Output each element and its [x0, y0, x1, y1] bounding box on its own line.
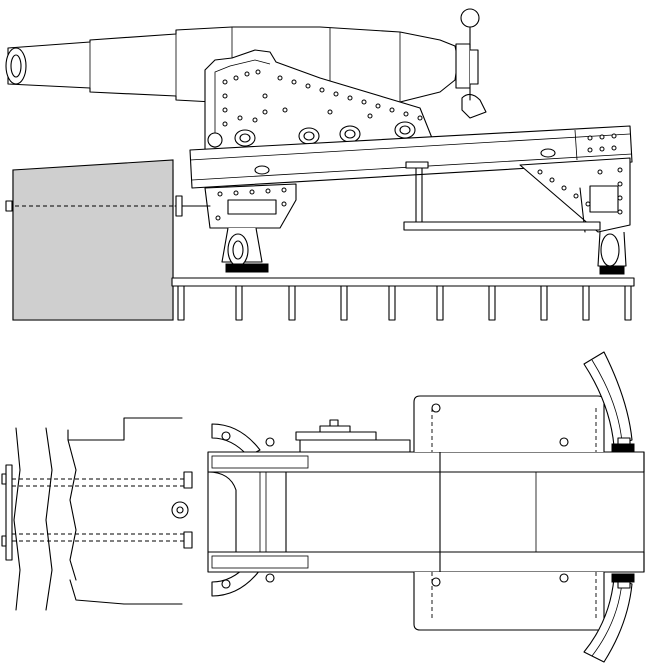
rear-box-upper [413, 395, 605, 452]
parapet-outline [67, 417, 183, 605]
cheek-rivets [222, 69, 423, 127]
rear-wheel-shoe [599, 265, 625, 275]
side-elevation-view [5, 8, 635, 321]
traverse-bar [403, 221, 601, 231]
front-truck-rivets [215, 187, 287, 221]
front-plate [5, 464, 13, 561]
rear-racer-upper [583, 351, 633, 447]
wall-break-line-1 [13, 427, 21, 611]
chassis-rail-upper [207, 451, 645, 473]
elevating-gear [403, 161, 601, 231]
front-wheel-shoe [225, 263, 269, 273]
elevating-wheel-plan [295, 419, 411, 453]
rail-bolt-right [540, 148, 556, 158]
rail-end-rivets [587, 133, 617, 153]
top-carriage [204, 49, 433, 151]
chassis-rail [189, 125, 633, 189]
parapet-slope [12, 159, 174, 321]
wall-break-line-2 [45, 427, 53, 611]
breech-ring [455, 43, 471, 89]
rear-racer-lower [583, 577, 633, 663]
front-truck [174, 183, 297, 273]
racer-block-upper [611, 443, 635, 453]
racer-block-lower [611, 573, 635, 583]
rear-truck-rivets [537, 167, 623, 215]
platform-posts [177, 285, 632, 321]
rear-wheel [600, 233, 620, 267]
front-racer-upper [211, 423, 261, 457]
rail-bolt-left [254, 165, 270, 175]
platform [171, 277, 635, 321]
rear-truck [519, 157, 631, 275]
rear-box-lower [413, 572, 605, 631]
chassis-rail-lower [207, 551, 645, 573]
parapet-bolt-head [5, 200, 13, 212]
breech-handle-knob [460, 8, 480, 28]
plan-view [1, 351, 645, 663]
